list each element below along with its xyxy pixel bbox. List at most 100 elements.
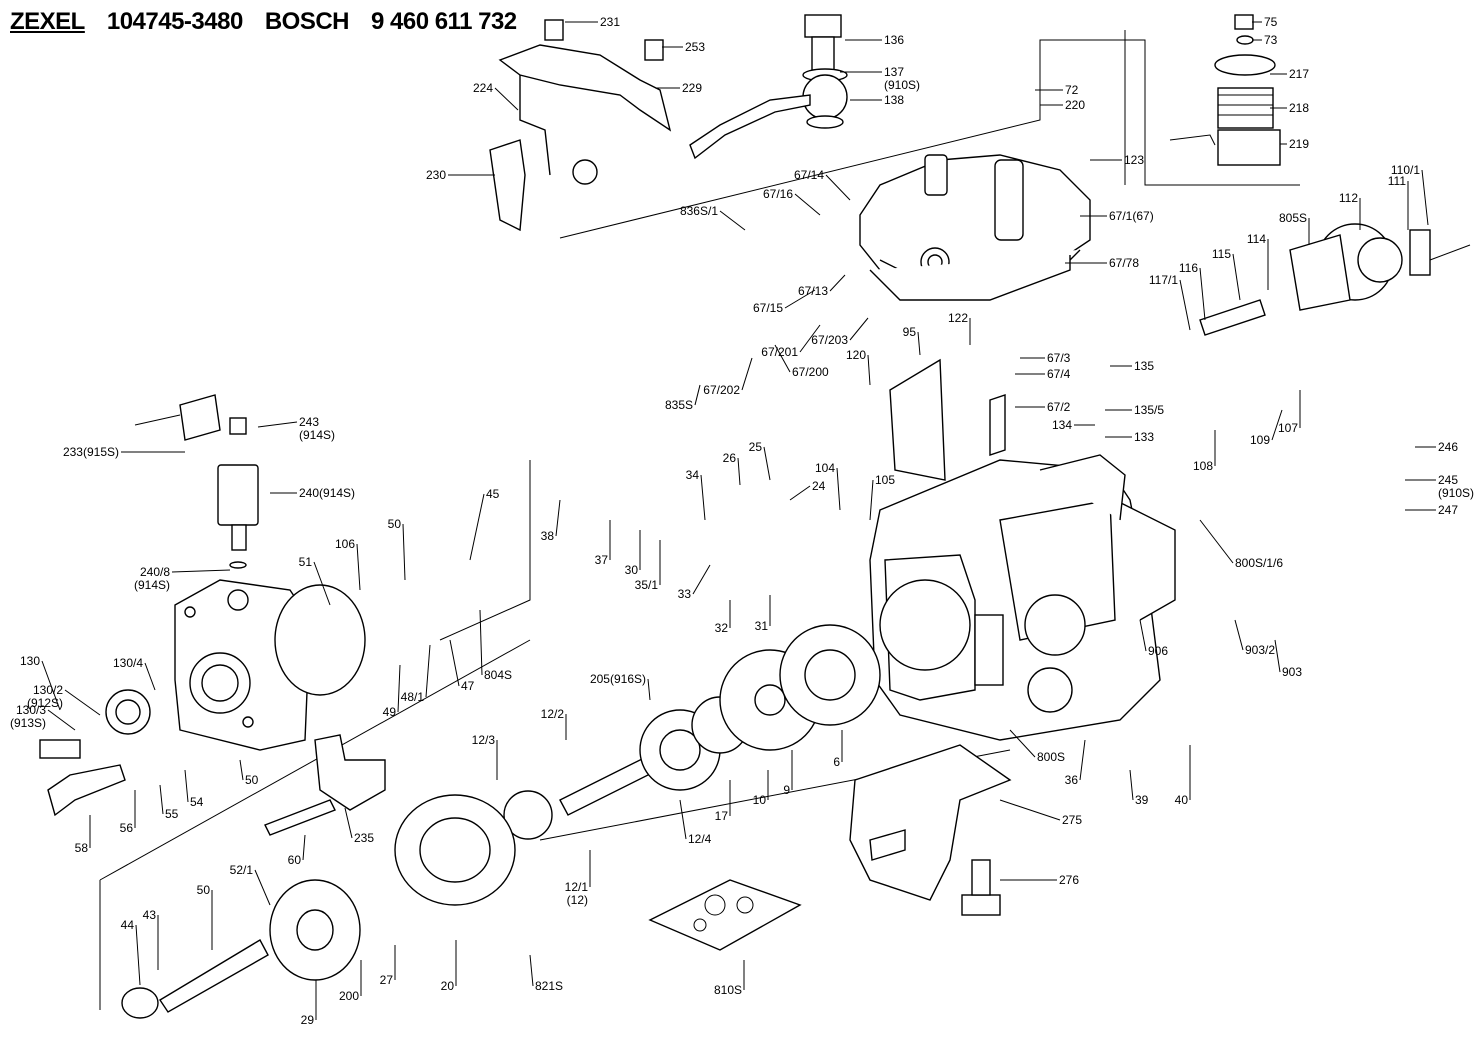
callout-112: 29 [301,980,317,1027]
callout-label: 218 [1289,101,1309,115]
leader-line [1009,729,1036,758]
callout-label: 112 [1339,191,1358,205]
leader-line [799,324,821,353]
callout-label: 50 [245,773,259,787]
callout-label: (912S) [27,696,63,710]
callout-label: 73 [1264,33,1278,47]
leader-line [737,457,741,486]
callout-label: 810S [714,983,742,997]
callout-label: 836S/1 [680,204,718,218]
callout-106: 276 [1000,873,1079,887]
callout-27: 835S [665,384,701,412]
callout-label: 27 [380,973,394,987]
callout-label: 134 [1052,418,1072,432]
page-header: ZEXEL 104745-3480 BOSCH 9 460 611 732 [10,8,517,38]
callout-label: 200 [339,989,359,1003]
leader-line [1199,267,1206,321]
callout-label: 233(915S) [63,445,119,459]
callout-35: 135/5 [1105,403,1164,417]
callout-label: 137 [884,65,904,79]
callout-85: 58 [75,815,91,855]
leader-line [479,609,483,676]
pump-plunger [39,689,386,836]
callout-61: 37 [595,520,611,567]
cold-start-device [1199,223,1431,336]
callout-31: 67/3 [1020,351,1071,365]
callout-80: 130/4 [113,656,156,691]
callout-label: (913S) [10,716,46,730]
leader-line [529,954,534,987]
callout-label: 55 [165,807,179,821]
stop-solenoid [134,394,259,569]
callout-91: 12/4 [679,799,712,846]
callout-label: 34 [686,468,700,482]
leader-line [999,799,1061,821]
callout-47: 107 [1278,390,1301,435]
callout-label: 32 [715,621,729,635]
adjusting-screw [689,14,848,160]
leader-line [869,479,874,521]
callout-21: 67/13 [798,274,846,298]
callout-label: 245 [1438,473,1458,487]
callout-105: 275 [999,799,1082,827]
leader-line [1234,619,1244,651]
callout-label: 45 [486,487,500,501]
leader-line [494,87,519,111]
leader-line [679,799,687,840]
leader-line [1129,769,1134,801]
callout-label: 67/14 [794,168,824,182]
callout-label: (914S) [134,578,170,592]
leader-line [184,769,189,803]
callout-label: 9 [783,783,790,797]
callout-83: 55 [159,784,179,821]
callout-label: 903 [1282,665,1302,679]
callout-label: 67/2 [1047,400,1071,414]
leader-line [849,317,869,341]
callout-95: 9 [783,750,793,797]
callout-13: 217 [1270,67,1309,81]
gasket-kit [648,879,802,951]
callout-label: 800S/1/6 [1235,556,1283,570]
callout-label: 130/2 [33,683,63,697]
leader-line [647,678,651,701]
callout-label: 246 [1438,440,1458,454]
callout-56: 45 [469,487,500,561]
callout-label: 805S [1279,211,1307,225]
callout-4: 230 [426,168,495,182]
callout-84: 56 [120,790,136,835]
callout-46: 109 [1250,409,1283,447]
leader-line [794,193,821,216]
leader-line [829,274,846,292]
callout-label: 67/201 [761,345,798,359]
callout-78: 130/2(912S) [27,683,101,716]
callout-98: 906 [1139,619,1168,658]
callout-label: 31 [755,619,769,633]
callout-97: 800S/1/6 [1199,519,1283,570]
leader-line [344,807,353,839]
callout-101: 800S [1009,729,1065,764]
callout-label: 58 [75,841,89,855]
callout-label: 36 [1065,773,1079,787]
callout-label: 12/1 [565,880,589,894]
callout-label: 67/16 [763,187,793,201]
maker-name-zexel: ZEXEL [10,8,85,35]
leader-line [302,834,306,861]
callout-59: 51 [299,555,331,606]
callout-51: 247 [1405,503,1458,517]
callout-label: 217 [1289,67,1309,81]
callout-label: 35/1 [635,578,659,592]
leader-line [825,174,851,201]
callout-65: 26 [723,451,741,486]
callout-label: 800S [1037,750,1065,764]
callout-label: 205(916S) [590,672,646,686]
callout-5: 136 [845,33,904,47]
callout-label: 49 [383,705,397,719]
callout-label: 136 [884,33,904,47]
callout-label: 50 [197,883,211,897]
leader-line [1271,409,1283,441]
callout-60: 38 [541,499,561,543]
callout-34: 135 [1110,359,1154,373]
callout-label: 235 [354,831,374,845]
callout-label: 105 [875,473,895,487]
callout-99: 903/2 [1234,619,1275,657]
